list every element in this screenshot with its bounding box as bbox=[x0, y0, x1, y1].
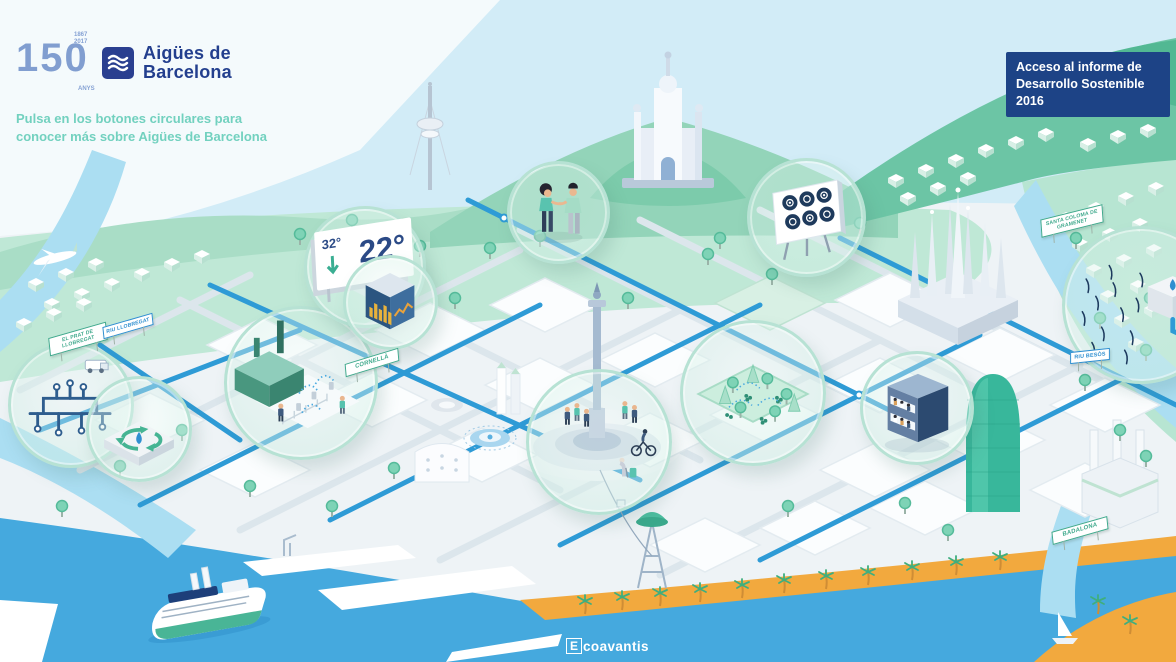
twin-towers bbox=[496, 362, 521, 415]
office-employees-icon bbox=[884, 373, 950, 453]
river-water-intake-icon bbox=[1081, 264, 1176, 365]
collserola-tower bbox=[409, 82, 451, 190]
brand-logo-block: Aigües de Barcelona bbox=[102, 44, 232, 82]
power-plant-chimneys bbox=[1081, 419, 1159, 529]
hotspot-park-irrigation[interactable] bbox=[680, 320, 826, 466]
aigues-de-barcelona-logo bbox=[102, 46, 134, 79]
data-monitoring-cube-icon bbox=[365, 272, 415, 330]
water-reuse-icon bbox=[104, 421, 174, 466]
cyclist-icon bbox=[630, 429, 657, 457]
torre-glories bbox=[966, 374, 1020, 512]
hotspot-data-monitoring[interactable] bbox=[343, 255, 438, 350]
anniversary-number: 150 bbox=[16, 36, 89, 80]
arrow-down-icon bbox=[326, 255, 339, 275]
hotspot-citizens-monument[interactable] bbox=[526, 369, 672, 515]
goals-billboard-icon bbox=[772, 179, 846, 261]
anniversary-years: 1867 2017 bbox=[74, 32, 88, 46]
park-irrigation-icon bbox=[696, 363, 810, 425]
gaudi-building bbox=[414, 443, 470, 483]
anniversary-150-logo: 150 1867 2017 ANYS bbox=[16, 32, 104, 96]
agreement-people-icon bbox=[533, 182, 583, 244]
hotspot-water-reuse[interactable] bbox=[86, 376, 192, 482]
beach bbox=[520, 536, 1176, 662]
instructions-tagline: Pulsa en los botones circulares para con… bbox=[16, 111, 267, 144]
anniversary-caption: ANYS bbox=[78, 86, 95, 92]
public-fountains-park-icon bbox=[234, 320, 360, 429]
hotspot-agreement-people[interactable] bbox=[507, 161, 610, 264]
brand-name: Aigües de Barcelona bbox=[143, 43, 232, 82]
tibidabo-church bbox=[622, 51, 714, 188]
ecoavantis-logo-initial: E bbox=[566, 638, 583, 654]
waves-icon bbox=[107, 54, 129, 72]
tanker-truck-icon bbox=[84, 359, 109, 374]
hotspot-goals-billboard[interactable] bbox=[747, 158, 866, 277]
temperature-sign-board: 32° 22° bbox=[314, 217, 414, 291]
cruise-ship bbox=[148, 566, 271, 643]
citizens-monument-icon bbox=[564, 401, 657, 478]
temperature-high-value: 32° bbox=[321, 234, 342, 253]
header: 150 1867 2017 ANYS Aigües de Barcelona bbox=[0, 0, 480, 150]
ecoavantis-credit-link[interactable]: E coavantis bbox=[566, 638, 649, 654]
fountain-pond bbox=[470, 429, 510, 447]
port-piers bbox=[0, 534, 562, 662]
sailboat bbox=[1052, 612, 1078, 644]
sustainability-report-button[interactable]: Acceso al informe de Desarrollo Sostenib… bbox=[1006, 52, 1170, 117]
sea bbox=[0, 518, 1176, 662]
elderly-person-icon bbox=[619, 457, 637, 478]
hotspot-office-employees[interactable] bbox=[860, 351, 974, 465]
sagrada-familia bbox=[898, 187, 1018, 345]
